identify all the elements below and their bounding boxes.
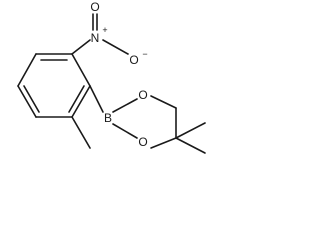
dioxaborinane-ring: B O O	[104, 88, 177, 149]
bond	[17, 85, 37, 118]
boron-label: B	[104, 111, 112, 125]
bond	[150, 95, 177, 109]
nitro-nitrogen-charge: +	[102, 25, 107, 35]
bond	[112, 98, 138, 113]
nitro-nitrogen-label: N	[91, 31, 100, 45]
nitro-group: N + O O −	[71, 0, 148, 67]
double-bond-inner	[68, 85, 85, 113]
nitro-oxygen-right-charge: −	[142, 49, 147, 59]
bond	[17, 53, 37, 87]
ring-oxygen-lower-label: O	[138, 135, 147, 149]
bond	[71, 85, 91, 118]
bond	[71, 39, 91, 55]
aryl-boron-bond	[89, 85, 104, 113]
ring-oxygen-upper-label: O	[138, 88, 147, 102]
benzene-ring	[17, 53, 91, 118]
nitro-oxygen-top-label: O	[90, 0, 99, 14]
methyl-bond	[71, 116, 91, 149]
methyl-bond	[175, 122, 206, 139]
chemical-structure: N + O O − B O O	[17, 0, 206, 154]
gem-dimethyl	[175, 122, 206, 154]
double-bond-inner	[23, 85, 40, 113]
bond	[150, 137, 177, 149]
methyl-bond	[175, 137, 206, 154]
nitro-oxygen-right-label: O	[129, 53, 138, 67]
bond	[71, 53, 91, 87]
bond	[112, 123, 138, 139]
bond-n-o-single	[102, 39, 129, 55]
